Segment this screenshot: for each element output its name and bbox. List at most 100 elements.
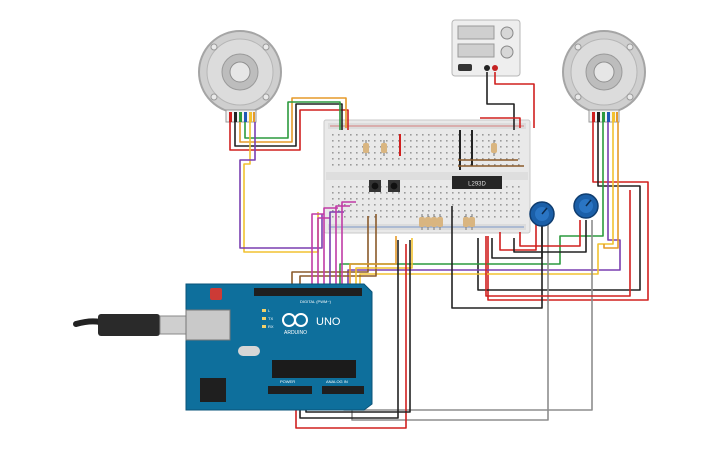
breadboard-hole — [440, 140, 442, 142]
breadboard-hole — [476, 204, 478, 206]
breadboard-hole — [518, 164, 520, 166]
breadboard-hole — [422, 164, 424, 166]
breadboard-hole — [512, 146, 514, 148]
breadboard-hole — [368, 198, 370, 200]
breadboard-hole — [416, 134, 418, 136]
breadboard-hole — [410, 140, 412, 142]
breadboard-hole — [356, 210, 358, 212]
breadboard-hole — [518, 146, 520, 148]
breadboard-hole — [482, 134, 484, 136]
breadboard-hole — [518, 186, 520, 188]
dc-motor-encoder-left — [198, 30, 282, 123]
breadboard-hole — [500, 158, 502, 160]
resistors — [363, 140, 497, 230]
breadboard-hole — [350, 186, 352, 188]
breadboard-hole — [392, 210, 394, 212]
breadboard-hole — [452, 140, 454, 142]
breadboard-hole — [446, 204, 448, 206]
breadboard-hole — [482, 146, 484, 148]
resistor — [425, 214, 431, 230]
breadboard-hole — [512, 158, 514, 160]
breadboard-hole — [374, 134, 376, 136]
breadboard-hole — [338, 186, 340, 188]
breadboard-hole — [362, 140, 364, 142]
breadboard-hole — [350, 140, 352, 142]
breadboard-hole — [332, 216, 334, 218]
breadboard-hole — [374, 198, 376, 200]
breadboard-hole — [512, 152, 514, 154]
dc-power-supply — [451, 19, 521, 77]
breadboard-hole — [368, 210, 370, 212]
breadboard-hole — [506, 164, 508, 166]
breadboard-hole — [464, 216, 466, 218]
breadboard-hole — [518, 204, 520, 206]
breadboard-hole — [434, 204, 436, 206]
digital-header-label: DIGITAL (PWM~) — [300, 299, 332, 304]
arduino-brand-text: ARDUINO — [284, 330, 307, 336]
breadboard-hole — [446, 192, 448, 194]
breadboard-hole — [494, 140, 496, 142]
breadboard-hole — [356, 158, 358, 160]
breadboard-hole — [506, 140, 508, 142]
power-jack — [200, 378, 226, 402]
breadboard-hole — [422, 210, 424, 212]
breadboard-hole — [338, 216, 340, 218]
breadboard-hole — [344, 146, 346, 148]
breadboard-hole — [506, 146, 508, 148]
breadboard-hole — [464, 152, 466, 154]
breadboard-hole — [440, 158, 442, 160]
breadboard-hole — [380, 192, 382, 194]
breadboard-hole — [464, 158, 466, 160]
breadboard-hole — [374, 158, 376, 160]
resistor — [463, 214, 469, 230]
breadboard-hole — [500, 140, 502, 142]
breadboard-hole — [428, 192, 430, 194]
breadboard-hole — [404, 204, 406, 206]
breadboard-hole — [446, 186, 448, 188]
breadboard-hole — [494, 164, 496, 166]
breadboard-hole — [434, 192, 436, 194]
breadboard-hole — [470, 204, 472, 206]
breadboard-hole — [380, 164, 382, 166]
breadboard-hole — [374, 164, 376, 166]
breadboard-hole — [338, 152, 340, 154]
breadboard-hole — [404, 140, 406, 142]
breadboard-hole — [350, 204, 352, 206]
driver-chip-label: L293D — [468, 182, 486, 188]
breadboard-hole — [332, 210, 334, 212]
breadboard-hole — [494, 134, 496, 136]
breadboard-hole — [368, 140, 370, 142]
breadboard-hole — [452, 152, 454, 154]
dc-motor-encoder-right — [562, 30, 646, 123]
breadboard-hole — [374, 146, 376, 148]
breadboard-hole — [512, 198, 514, 200]
breadboard-hole — [416, 140, 418, 142]
breadboard-hole — [458, 158, 460, 160]
breadboard-hole — [344, 204, 346, 206]
breadboard-hole — [350, 198, 352, 200]
breadboard-hole — [416, 198, 418, 200]
breadboard-hole — [344, 140, 346, 142]
breadboard-hole — [392, 204, 394, 206]
breadboard-hole — [500, 210, 502, 212]
breadboard-hole — [446, 164, 448, 166]
breadboard-hole — [512, 140, 514, 142]
breadboard-hole — [332, 152, 334, 154]
breadboard-hole — [404, 198, 406, 200]
onboard-led — [262, 309, 266, 312]
breadboard-hole — [488, 164, 490, 166]
breadboard-hole — [422, 140, 424, 142]
breadboard-hole — [452, 204, 454, 206]
breadboard-hole — [380, 210, 382, 212]
breadboard-hole — [428, 152, 430, 154]
breadboard-hole — [386, 152, 388, 154]
breadboard-hole — [404, 216, 406, 218]
breadboard-hole — [464, 146, 466, 148]
breadboard-hole — [344, 134, 346, 136]
breadboard-hole — [470, 210, 472, 212]
crystal — [238, 346, 260, 356]
breadboard-hole — [482, 164, 484, 166]
breadboard-hole — [362, 134, 364, 136]
reset-button — [210, 288, 222, 300]
